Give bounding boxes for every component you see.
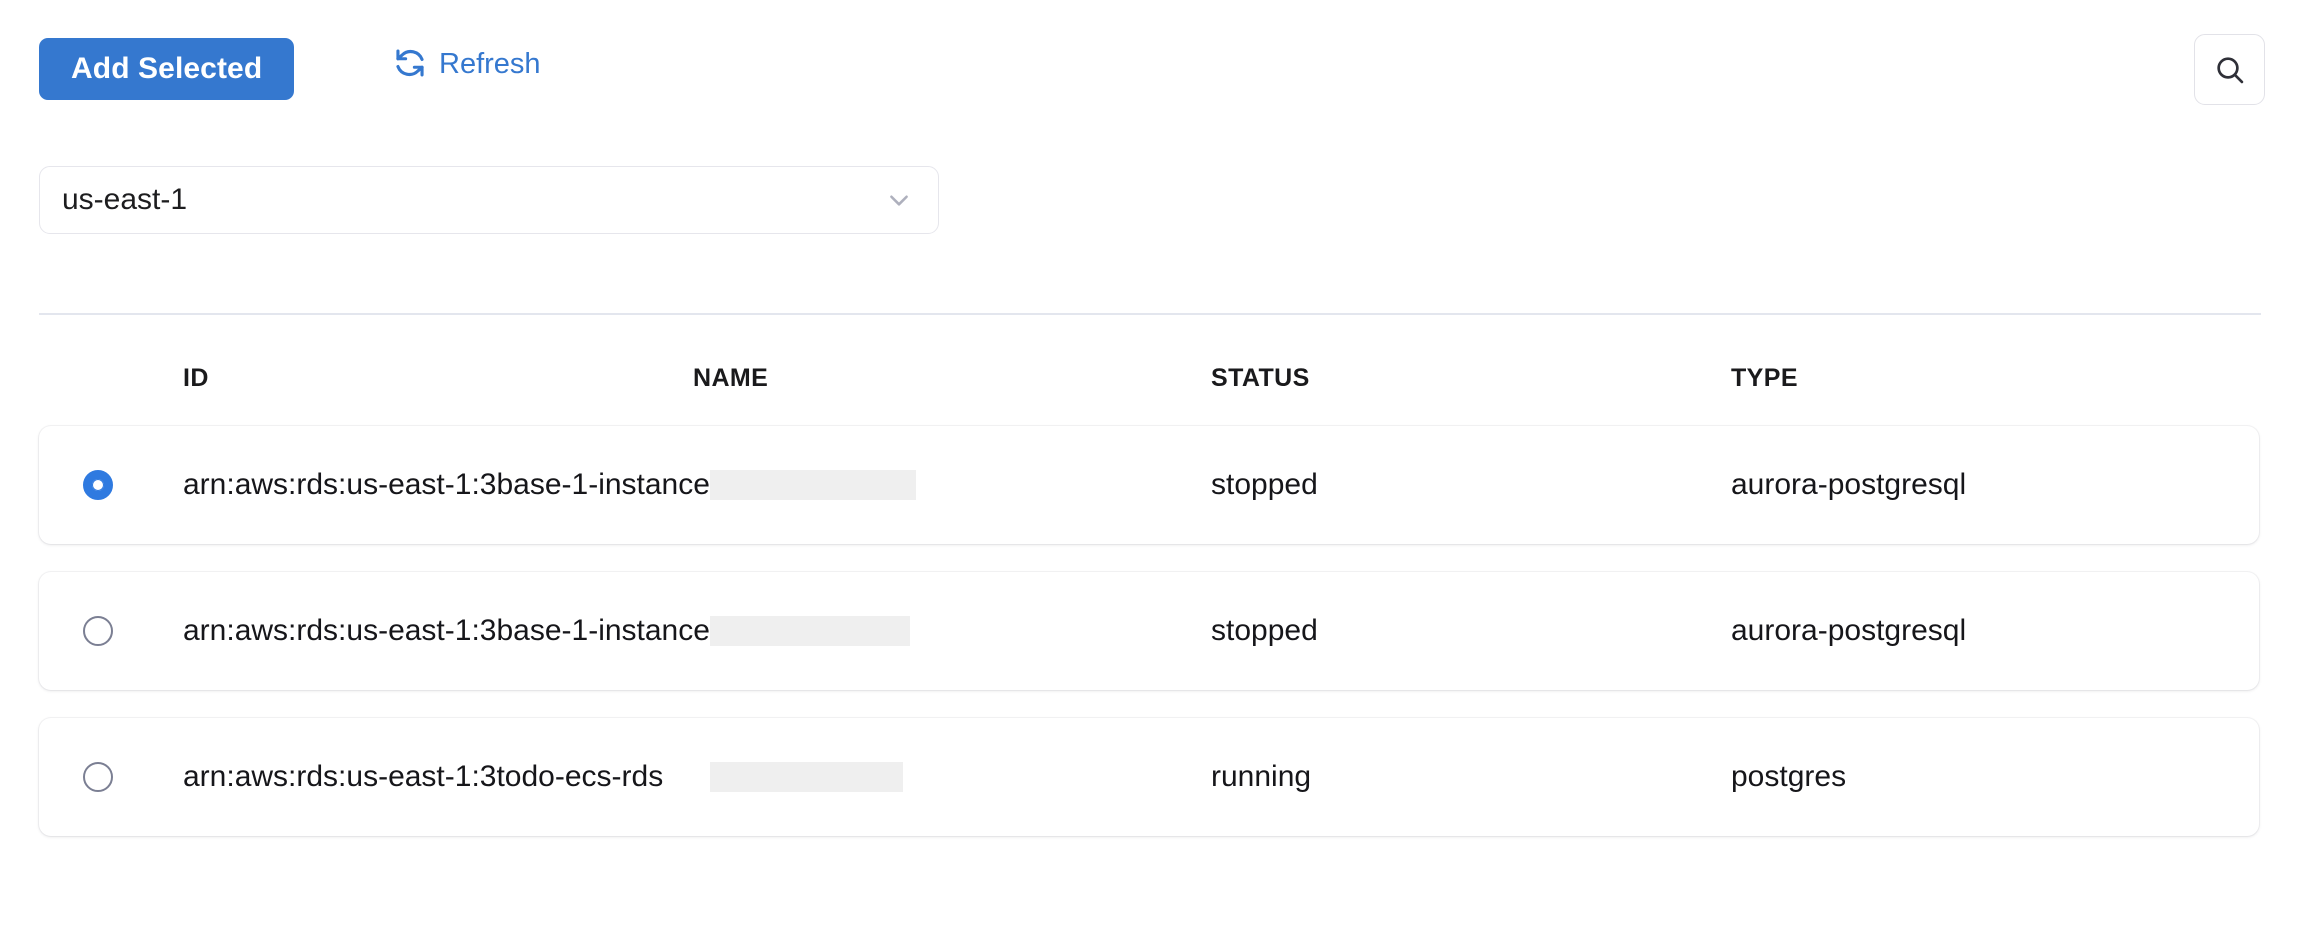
refresh-icon	[393, 46, 427, 80]
add-selected-button[interactable]: Add Selected	[39, 38, 295, 100]
table-header-row: ID NAME STATUS TYPE	[0, 330, 2298, 426]
row-status-cell: stopped	[1211, 470, 1318, 500]
row-id-suffix: todo-ecs-rds	[496, 762, 664, 792]
section-divider	[39, 313, 2261, 315]
column-header-id: ID	[183, 363, 209, 392]
row-select-cell	[39, 762, 183, 792]
refresh-button[interactable]: Refresh	[393, 46, 541, 80]
row-id-prefix: arn:aws:rds:us-east-1:3	[183, 470, 497, 500]
row-type-cell: aurora-postgresql	[1731, 470, 1967, 500]
row-id-suffix: base-1-instance-1	[496, 470, 737, 500]
table-row[interactable]: arn:aws:rds:us-east-1:3 todo-ecs-rds run…	[39, 718, 2259, 836]
resources-table: ID NAME STATUS TYPE arn:aws:rds:us-east-…	[0, 330, 2298, 864]
redaction-overlay	[710, 470, 916, 500]
column-header-type: TYPE	[1731, 363, 1798, 392]
row-id-suffix: base-1-instance-1-us-ea…	[496, 616, 852, 646]
row-radio-button[interactable]	[83, 762, 113, 792]
row-status-cell: running	[1211, 762, 1312, 792]
row-radio-button[interactable]	[83, 470, 113, 500]
row-id-prefix: arn:aws:rds:us-east-1:3	[183, 616, 497, 646]
redaction-overlay	[710, 762, 903, 792]
region-select[interactable]: us-east-1	[39, 166, 939, 234]
row-select-cell	[39, 616, 183, 646]
search-button[interactable]	[2194, 34, 2265, 105]
search-icon	[2213, 53, 2247, 87]
region-select-value: us-east-1	[62, 183, 188, 216]
row-id-prefix: arn:aws:rds:us-east-1:3	[183, 762, 497, 792]
toolbar: Add Selected Refresh	[0, 0, 2298, 118]
refresh-label: Refresh	[439, 47, 541, 80]
region-select-wrapper: us-east-1	[39, 166, 939, 234]
row-select-cell	[39, 470, 183, 500]
row-radio-button[interactable]	[83, 616, 113, 646]
row-type-cell: postgres	[1731, 762, 1847, 792]
row-id-cell: arn:aws:rds:us-east-1:3 todo-ecs-rds	[183, 762, 1211, 792]
chevron-down-icon	[886, 187, 912, 213]
row-type-cell: aurora-postgresql	[1731, 616, 1967, 646]
column-header-status: STATUS	[1211, 363, 1310, 392]
column-header-name: NAME	[693, 363, 769, 392]
row-status-cell: stopped	[1211, 616, 1318, 646]
